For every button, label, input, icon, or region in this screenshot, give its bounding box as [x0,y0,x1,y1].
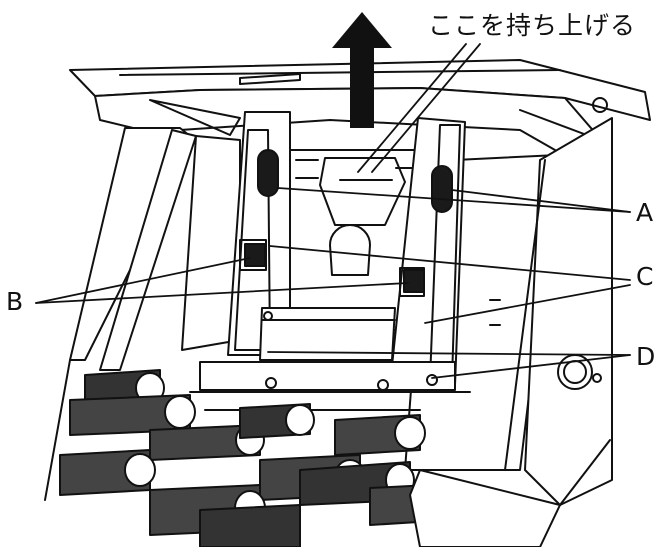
buttons-b [244,243,425,293]
lower-shaft [189,307,471,411]
label-c: C [636,262,654,291]
label-a: A [636,198,654,227]
rollers [59,369,451,547]
left-side-frame [44,127,241,501]
guide-plate [269,149,421,331]
label-b: B [6,287,24,316]
lift-here-caption: ここを持ち上げる [428,11,637,40]
label-d: D [636,342,656,371]
handles-a [257,149,453,213]
bottom-tray [409,469,561,547]
leader-lines [35,43,631,379]
lift-arrow-icon [332,12,392,128]
